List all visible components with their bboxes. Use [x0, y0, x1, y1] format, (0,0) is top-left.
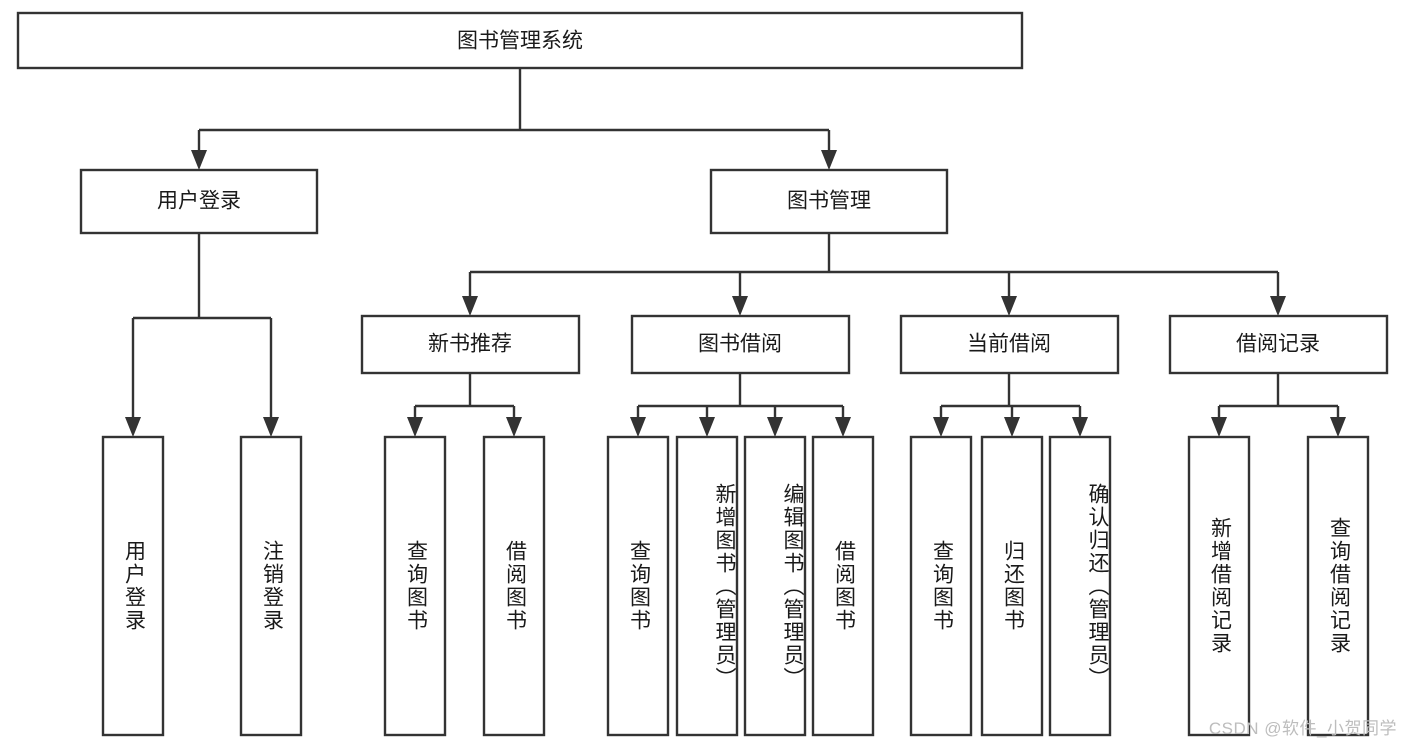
- leaf-box-group: [101, 435, 1370, 737]
- node-book-manage[interactable]: 图书管理: [709, 168, 949, 235]
- arrow-head-icon: [1211, 417, 1227, 437]
- arrow-head-icon: [1004, 417, 1020, 437]
- arrow-head-icon: [1330, 417, 1346, 437]
- leaf-box-user-login[interactable]: [101, 435, 165, 737]
- arrow-head-icon: [699, 417, 715, 437]
- node-user-login[interactable]: 用户登录: [79, 168, 319, 235]
- node-current-borrow-label: 当前借阅: [967, 333, 1051, 356]
- arrow-head-icon: [630, 417, 646, 437]
- node-book-borrow-label: 图书借阅: [698, 333, 782, 356]
- leaf-box-query-borrow-record[interactable]: [1306, 435, 1370, 737]
- leaf-box-borrow-book[interactable]: [811, 435, 875, 737]
- leaf-box-query-book-borrow[interactable]: [606, 435, 670, 737]
- leaf-box-confirm-return-admin[interactable]: [1048, 435, 1112, 737]
- node-current-borrow[interactable]: 当前借阅: [899, 314, 1120, 375]
- arrow-head-icon: [1072, 417, 1088, 437]
- node-borrow-record[interactable]: 借阅记录: [1168, 314, 1389, 375]
- node-new-book-recommend-label: 新书推荐: [428, 333, 512, 356]
- arrow-head-icon: [1270, 296, 1286, 316]
- node-user-login-label: 用户登录: [157, 190, 241, 213]
- arrow-head-icon: [125, 417, 141, 437]
- arrow-head-icon: [767, 417, 783, 437]
- node-borrow-record-box[interactable]: [1168, 314, 1389, 375]
- arrow-head-icon: [835, 417, 851, 437]
- node-new-book-recommend[interactable]: 新书推荐: [360, 314, 581, 375]
- leaf-box-add-borrow-record[interactable]: [1187, 435, 1251, 737]
- node-book-borrow-box[interactable]: [630, 314, 851, 375]
- arrow-head-icon: [407, 417, 423, 437]
- arrow-head-icon: [462, 296, 478, 316]
- leaf-box-query-book-current[interactable]: [909, 435, 973, 737]
- node-borrow-record-label: 借阅记录: [1236, 333, 1320, 356]
- watermark-text: CSDN @软件_小贺同学: [1208, 719, 1397, 738]
- leaf-box-logout-login[interactable]: [239, 435, 303, 737]
- arrow-head-icon: [732, 296, 748, 316]
- node-book-manage-label: 图书管理: [787, 190, 871, 213]
- node-book-borrow[interactable]: 图书借阅: [630, 314, 851, 375]
- arrow-head-icon: [821, 150, 837, 170]
- arrow-head-icon: [1001, 296, 1017, 316]
- node-user-login-box[interactable]: [79, 168, 319, 235]
- edge-group: [125, 68, 1346, 437]
- arrow-head-icon: [506, 417, 522, 437]
- arrow-head-icon: [263, 417, 279, 437]
- node-current-borrow-box[interactable]: [899, 314, 1120, 375]
- leaf-box-edit-book-admin[interactable]: [743, 435, 807, 737]
- node-new-book-recommend-box[interactable]: [360, 314, 581, 375]
- leaf-box-query-book-new[interactable]: [383, 435, 447, 737]
- leaf-box-return-book[interactable]: [980, 435, 1044, 737]
- arrow-head-icon: [933, 417, 949, 437]
- arrow-head-icon: [191, 150, 207, 170]
- leaf-box-borrow-book-new[interactable]: [482, 435, 546, 737]
- node-root-label: 图书管理系统: [457, 30, 583, 53]
- node-book-manage-box[interactable]: [709, 168, 949, 235]
- leaf-box-add-book-admin[interactable]: [675, 435, 739, 737]
- node-root-box[interactable]: [16, 11, 1024, 70]
- node-root[interactable]: 图书管理系统: [16, 11, 1024, 70]
